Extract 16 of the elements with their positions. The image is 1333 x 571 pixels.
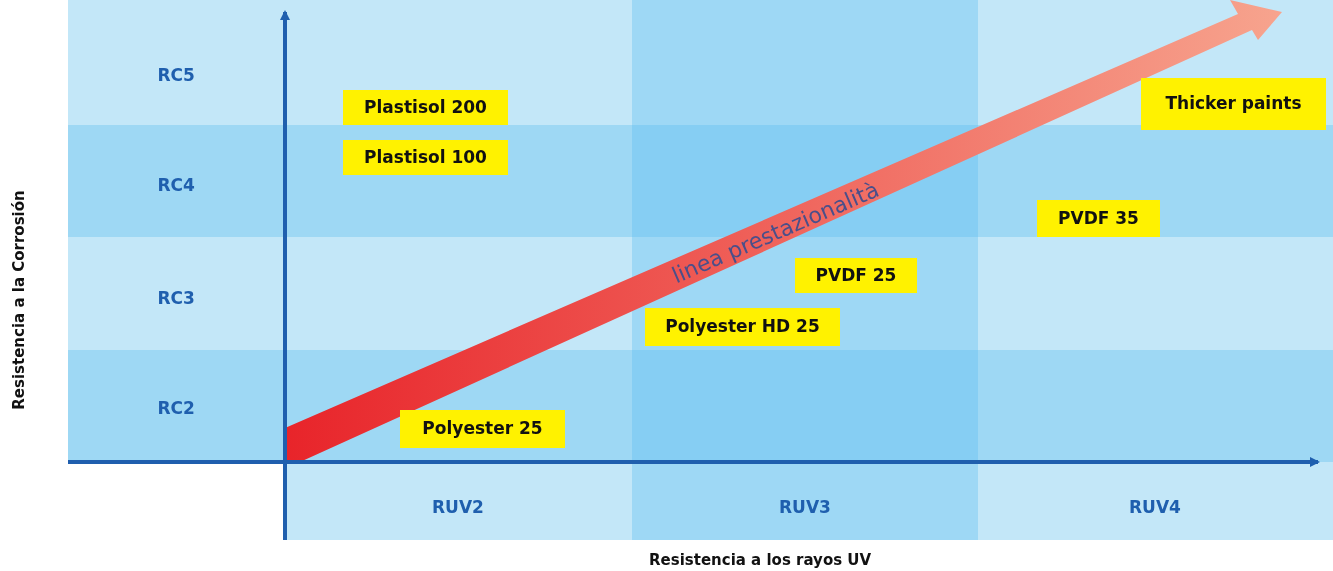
column-label: RUV2: [432, 497, 484, 517]
column-label: RUV4: [1129, 497, 1181, 517]
row-label: RC5: [157, 65, 195, 85]
axis-title: Resistencia a la Corrosión: [9, 190, 28, 410]
row-label: RC4: [157, 175, 195, 195]
axis-title: Resistencia a los rayos UV: [649, 551, 872, 569]
material-box: PVDF 25: [795, 258, 917, 293]
row-label: RC3: [157, 288, 195, 308]
material-box: Plastisol 100: [343, 140, 508, 175]
material-box: Polyester HD 25: [645, 308, 840, 346]
material-box: Plastisol 200: [343, 90, 508, 125]
material-box: PVDF 35: [1037, 200, 1160, 237]
material-box: Thicker paints: [1141, 78, 1326, 130]
column-label: RUV3: [779, 497, 831, 517]
row-label: RC2: [157, 398, 195, 418]
material-box: Polyester 25: [400, 410, 565, 448]
